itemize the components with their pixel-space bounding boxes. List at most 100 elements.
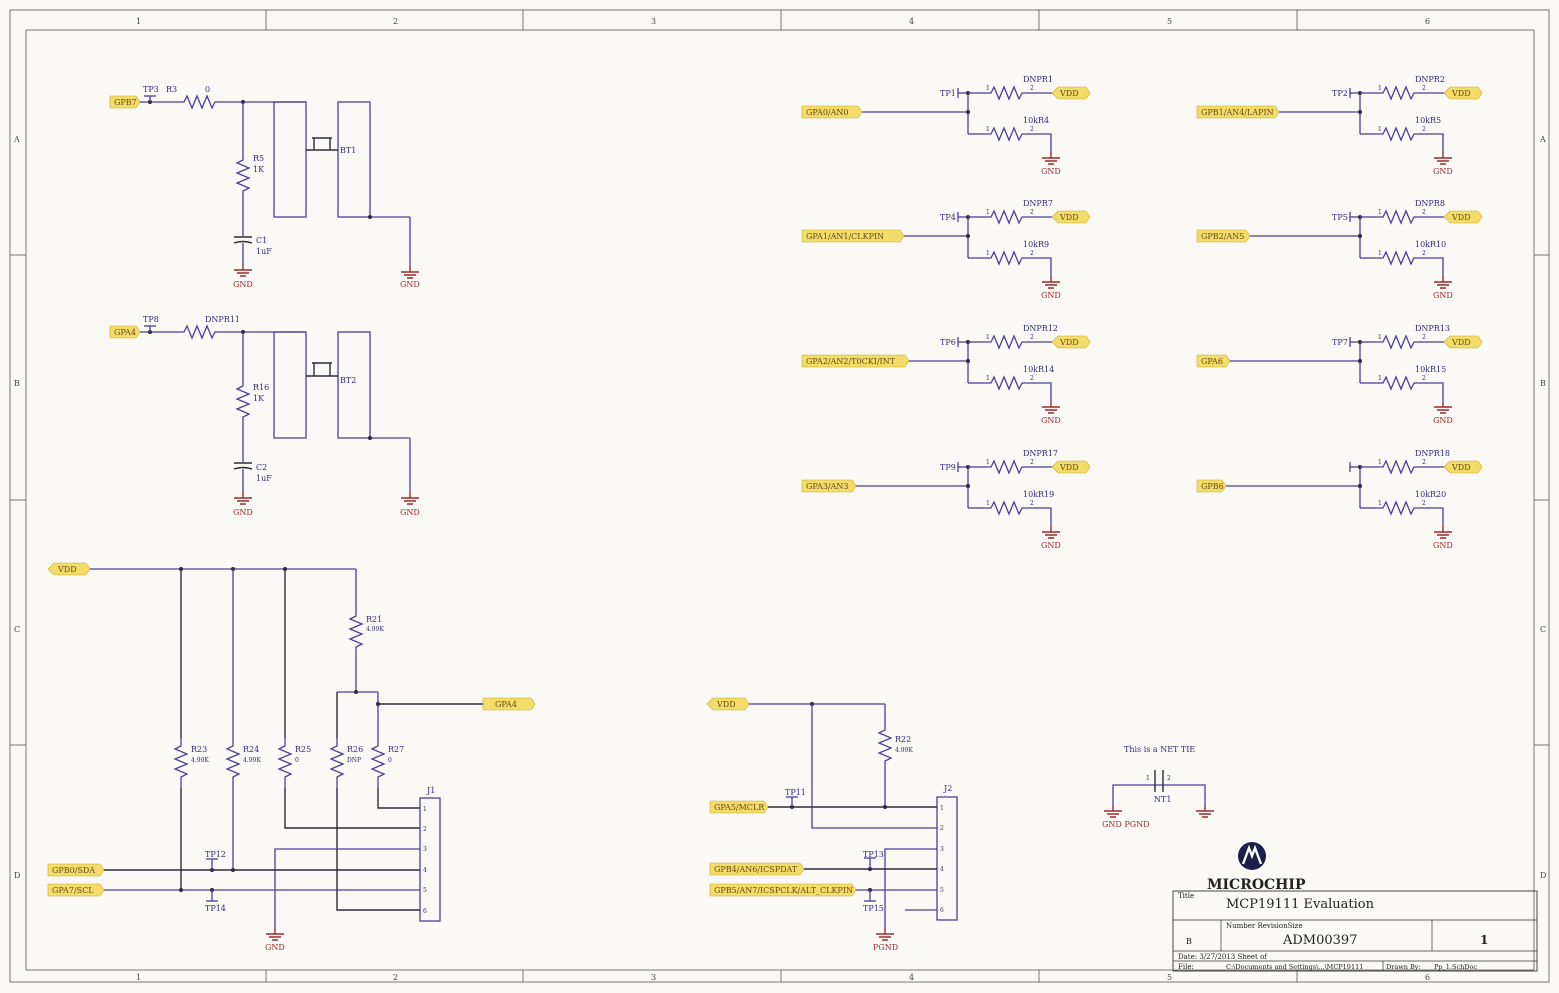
svg-text:2: 2 (940, 825, 944, 832)
switch-bt1-left (273, 101, 307, 218)
gnd-label: GND (1433, 416, 1453, 425)
net-label-gpb4: GPB4/AN6/ICSPDAT (714, 865, 798, 874)
svg-text:1: 1 (986, 126, 990, 133)
button-2-circuit: GPA4 TP8 DNPR11 R16 1K C2 1uF GND BT2 GN… (109, 315, 420, 517)
net-tag (801, 354, 910, 368)
net-label-vdd-left: VDD (57, 565, 77, 574)
net-label-vdd: VDD (1059, 463, 1079, 472)
resistor-r21 (349, 607, 363, 659)
svg-text:1: 1 (986, 85, 990, 92)
net-tag (801, 479, 857, 493)
svg-text:2: 2 (1422, 209, 1426, 216)
gnd-label: GND (1041, 291, 1061, 300)
svg-text:1: 1 (986, 459, 990, 466)
r24-label: R24 (243, 745, 259, 754)
gnd-label: GND (1041, 167, 1061, 176)
svg-text:3: 3 (423, 846, 427, 853)
resistor-r25 (278, 737, 292, 789)
r16-label: R16 (253, 383, 269, 392)
net-label-gpb0-sda: GPB0/SDA (52, 866, 95, 875)
svg-text:1: 1 (1378, 250, 1382, 257)
svg-text:1: 1 (1378, 334, 1382, 341)
svg-text:1: 1 (1378, 85, 1382, 92)
test-point-label: TP9 (940, 463, 956, 472)
zone-col-2-bottom: 2 (393, 973, 398, 982)
resistor-dnp (982, 210, 1034, 224)
net-tag-gpa5 (709, 800, 769, 814)
test-point-label: TP5 (1332, 213, 1348, 222)
svg-text:1: 1 (1378, 126, 1382, 133)
svg-text:2: 2 (1422, 250, 1426, 257)
r3-value: 0 (205, 85, 210, 94)
svg-text:1: 1 (1378, 375, 1382, 382)
net-tag-vdd (1051, 210, 1091, 224)
resistor-dnp (1374, 335, 1426, 349)
svg-text:6: 6 (940, 907, 944, 914)
tp15-label: TP15 (863, 904, 884, 913)
zone-row-c: C (14, 625, 20, 634)
net-tag-gpa7-scl (47, 883, 105, 897)
zone-col-5-bottom: 5 (1167, 973, 1172, 982)
zone-row-a-right: A (1539, 135, 1546, 144)
r22-value: 4.99K (895, 747, 913, 754)
net-tag (1196, 229, 1251, 243)
svg-text:1: 1 (1378, 459, 1382, 466)
gnd-c2-label: GND (233, 508, 253, 517)
net-label: GPA6 (1201, 357, 1223, 366)
ground-icon (1041, 151, 1061, 165)
r3-label: R3 (166, 85, 177, 94)
net-label-vdd: VDD (1451, 338, 1471, 347)
test-point-label: TP1 (940, 89, 956, 98)
net-label-vdd: VDD (1451, 463, 1471, 472)
gnd-c1-label: GND (233, 280, 253, 289)
sheet-size: B (1186, 937, 1192, 946)
zone-col-1-bottom: 1 (136, 973, 141, 982)
document-number: ADM00397 (1282, 933, 1357, 948)
switch-bt1-right (337, 101, 371, 218)
net-label: GPB2/AN5 (1201, 232, 1244, 241)
connector-j1 (419, 797, 441, 922)
svg-text:2: 2 (1422, 85, 1426, 92)
r5-label: R5 (253, 154, 264, 163)
zone-col-6: 6 (1425, 17, 1430, 26)
net-label-gpb7: GPB7 (114, 98, 137, 107)
svg-text:4: 4 (940, 866, 944, 873)
resistor-dnp (982, 335, 1034, 349)
net-tag-vdd (1443, 210, 1483, 224)
resistor-pulldown (982, 127, 1034, 141)
svg-text:6: 6 (423, 908, 427, 915)
gnd-label: GND (1433, 167, 1453, 176)
r25-value: 0 (295, 757, 299, 764)
svg-text:2: 2 (1030, 334, 1034, 341)
zone-col-3: 3 (651, 17, 656, 26)
tp8-label: TP8 (143, 315, 159, 324)
ground-icon (1433, 275, 1453, 289)
r21-label: R21 (366, 615, 382, 624)
svg-text:2: 2 (1030, 459, 1034, 466)
logo-text: MICROCHIP (1207, 877, 1306, 893)
net-label-vdd: VDD (1059, 89, 1079, 98)
svg-text:2: 2 (1030, 500, 1034, 507)
net-label-gpa4-pullup: GPA4 (495, 700, 517, 709)
net-tag-vdd (1443, 335, 1483, 349)
net-tag-vdd (1051, 460, 1091, 474)
svg-text:1: 1 (423, 806, 427, 813)
ground-icon (1433, 525, 1453, 539)
svg-text:2: 2 (423, 826, 427, 833)
test-point-label: TP6 (940, 338, 956, 347)
gnd-j1-label: GND (265, 943, 285, 952)
resistor-pulldown (982, 251, 1034, 265)
j2-icsp-circuit: VDD R22 4.99K GPA5/MCLR TP11 J2 12 34 56… (706, 697, 958, 952)
resistor-dnp (1374, 86, 1426, 100)
j1-i2c-circuit: VDD R21 4.99K GPA4 R23 4.99K R24 4.99K R… (47, 562, 536, 952)
net-label-vdd: VDD (1059, 213, 1079, 222)
bt1-label: BT1 (340, 146, 356, 155)
svg-text:2: 2 (1422, 500, 1426, 507)
zone-row-b: B (14, 379, 20, 388)
